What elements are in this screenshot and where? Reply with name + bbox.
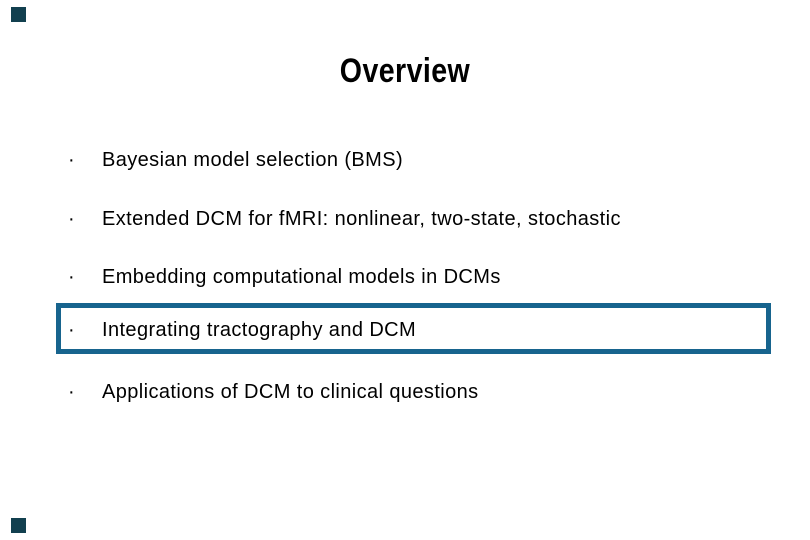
bullet-dot: ·	[68, 381, 76, 403]
corner-marker-bottom-left	[11, 518, 26, 533]
bullet-text: Bayesian model selection (BMS)	[102, 149, 404, 171]
bullet-text: Extended DCM for fMRI: nonlinear, two-st…	[102, 208, 621, 230]
bullet-item-extended-dcm: · Extended DCM for fMRI: nonlinear, two-s…	[68, 207, 621, 231]
bullet-item-clinical-applications: · Applications of DCM to clinical questio…	[68, 380, 479, 404]
bullet-text: Embedding computational models in DCMs	[102, 266, 501, 288]
bullet-item-bms: · Bayesian model selection (BMS)	[68, 148, 403, 172]
bullet-item-embedding-models: · Embedding computational models in DCMs	[68, 265, 501, 289]
slide-title: Overview	[339, 52, 471, 90]
bullet-text: Applications of DCM to clinical question…	[102, 381, 479, 403]
bullet-dot: ·	[68, 266, 76, 288]
bullet-dot: ·	[68, 319, 76, 341]
bullet-dot: ·	[68, 208, 76, 230]
bullet-text: Integrating tractography and DCM	[102, 319, 417, 341]
corner-marker-top-left	[11, 7, 26, 22]
highlight-box	[56, 303, 771, 354]
bullet-item-tractography-highlighted: · Integrating tractography and DCM	[68, 318, 416, 342]
bullet-dot: ·	[68, 149, 76, 171]
